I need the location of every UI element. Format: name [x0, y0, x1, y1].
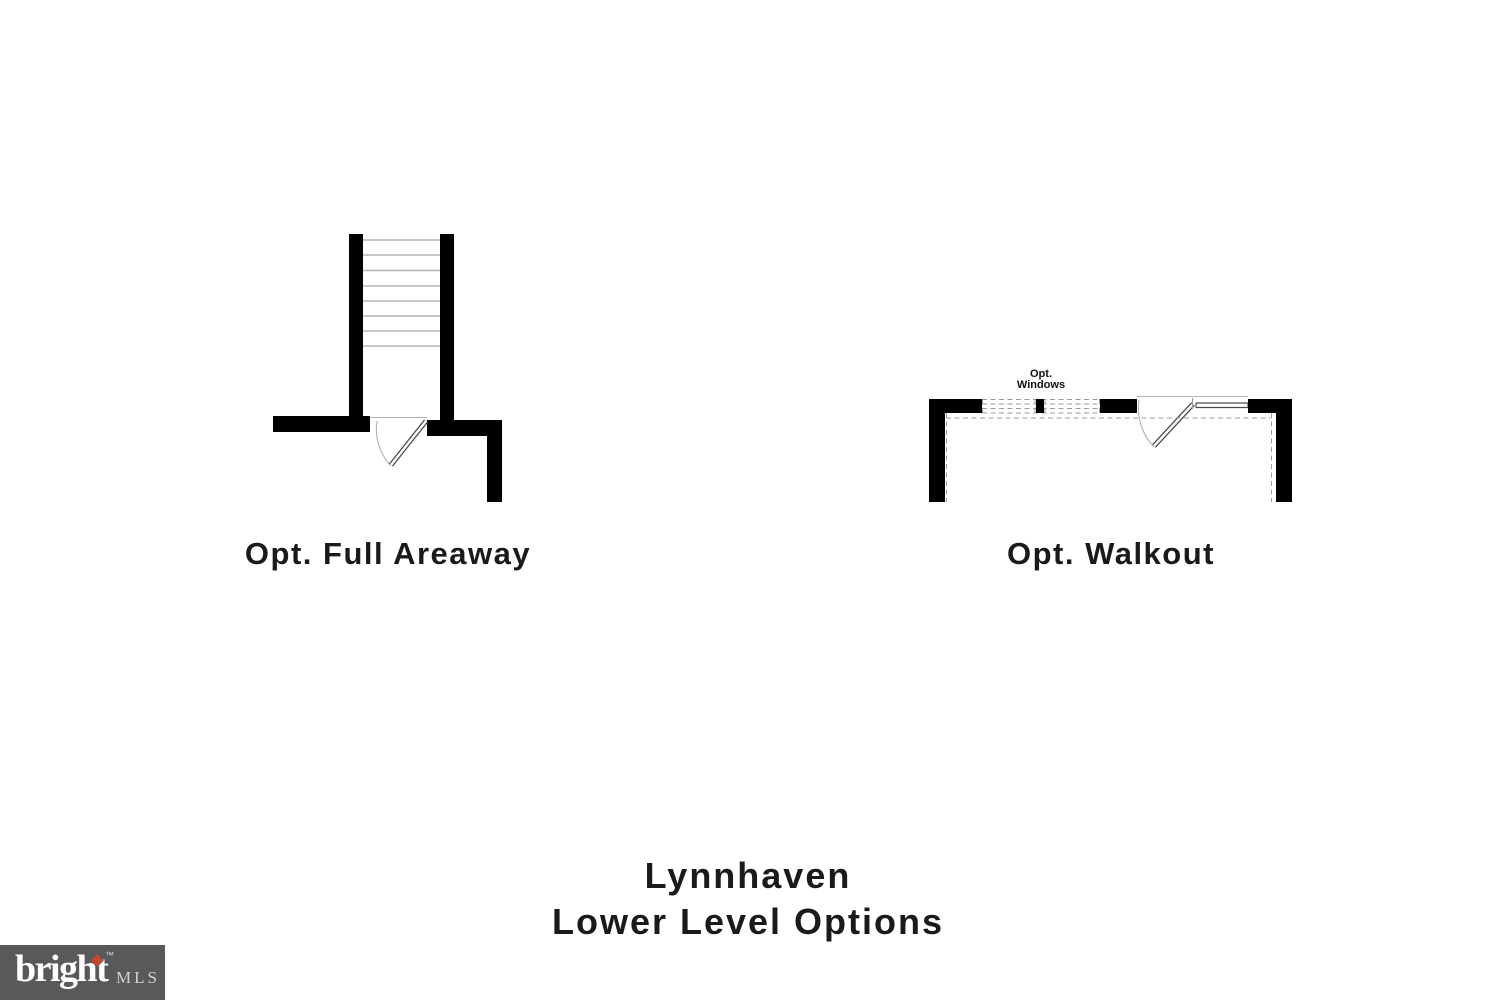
- stairwell-left-wall: [349, 234, 363, 432]
- logo-trademark: ™: [105, 950, 114, 960]
- door-swing-arc: [1137, 399, 1155, 448]
- walkout-mid-wall: [1100, 399, 1137, 413]
- walkout-right-wall: [1276, 399, 1292, 502]
- areaway-right-wall: [427, 420, 502, 436]
- sidelite-window: [1195, 402, 1249, 409]
- areaway-caption: Opt. Full Areaway: [244, 536, 532, 571]
- opt-windows-label-line1: Opt.: [1030, 368, 1052, 380]
- plan-title-block: Lynnhaven Lower Level Options: [448, 853, 1048, 945]
- brightmls-logo: bright ™ MLS: [0, 945, 165, 1000]
- areaway-corner-wall: [487, 420, 502, 502]
- opt-windows-label-line2: Windows: [1016, 379, 1066, 391]
- plan-subtitle: Lower Level Options: [551, 901, 945, 942]
- areaway-left-wall: [273, 416, 370, 432]
- logo-brand-text: bright: [15, 948, 109, 990]
- areaway-diagram: [273, 234, 502, 502]
- window-mullion: [1036, 399, 1044, 413]
- stairs: [363, 239, 440, 347]
- opt-windows-label: Opt. Windows: [991, 369, 1091, 391]
- opt-windows-symbol: [982, 399, 1100, 414]
- logo-suffix-text: MLS: [116, 968, 160, 987]
- walkout-diagram: [929, 396, 1292, 502]
- walkout-left-wall: [929, 399, 945, 502]
- interior-dashed-outline: [946, 413, 1272, 502]
- walkout-caption: Opt. Walkout: [1007, 536, 1215, 571]
- door-panel-core: [390, 420, 427, 466]
- door-panel-core: [1153, 403, 1194, 447]
- plan-name: Lynnhaven: [644, 855, 852, 896]
- stairwell-right-wall: [440, 234, 454, 436]
- areaway-door: [375, 419, 428, 467]
- door-swing-arc: [375, 420, 392, 467]
- walkout-door: [1137, 398, 1195, 448]
